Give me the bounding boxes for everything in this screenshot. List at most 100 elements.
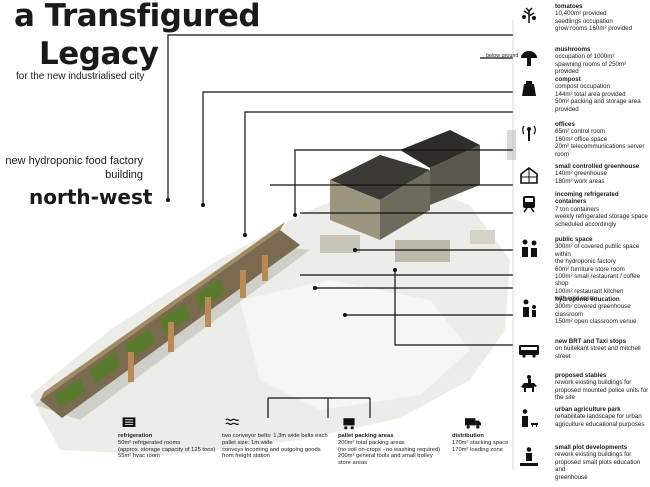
title-line2: Legacy [39, 36, 159, 72]
bottom-legend-title: distribution [452, 433, 484, 439]
bottom-legend-line: (approx. storage capacity of 125 tons) [118, 446, 216, 453]
legend-item-line: 300m² of covered public space within [555, 243, 640, 258]
legend-item-line: with cold room [555, 295, 595, 303]
bottom-legend-line: 55m² hvac room [118, 453, 160, 460]
legend-item-line: agriculture educational purposes [555, 420, 645, 428]
legend-item-line: spawning rooms of 250m² provided [555, 60, 627, 76]
bottom-legend-item: two conveyor belts: 1,3m wide belts each… [222, 433, 328, 460]
legend-item-line: 180m² work areas [555, 177, 605, 185]
bottom-legend-title: pallet packing areas [338, 433, 394, 439]
legend-item-line: 160m² office space [555, 135, 608, 143]
legend-item-title: incoming refrigerated containers [555, 191, 619, 206]
legend-item-title: mushrooms [555, 46, 591, 53]
legend-item-title: proposed stables [555, 372, 607, 379]
below-ground-note: below ground [486, 53, 519, 59]
legend-item-line: the hydroponic factory [555, 258, 616, 266]
mushroom-icon [518, 48, 540, 68]
legend-item-line: 50m² packing and storage area [555, 98, 641, 106]
antenna-icon [518, 123, 540, 143]
legend-item-line: 20m² telecommunications server [555, 143, 645, 151]
person-plot-icon [518, 446, 540, 466]
bottom-legend-line: (no soil on-crops - no washing required) [338, 446, 441, 453]
legend-item-line: seedlings occupation [555, 17, 613, 25]
legend-item-line: 140m² greenhouse [555, 170, 607, 178]
legend-item-title: small controlled greenhouse [555, 163, 640, 170]
conveyor-icon [222, 415, 244, 431]
legend-item-line: the site [555, 394, 575, 402]
bottom-legend-line: two conveyor belts: 1,3m wide belts each [222, 433, 328, 439]
subtitle: for the new industrialised city [16, 71, 145, 82]
courtyard [240, 280, 470, 410]
legend-item-line: rework existing buildings for [555, 379, 632, 387]
bottom-legend-line: 170m² stacking space [452, 439, 509, 446]
title-line1: a Transfigured [14, 0, 261, 34]
bottom-legend-line: 170m² loading zone [452, 446, 503, 453]
legend-item-line: grow rooms 160m² provided [555, 25, 633, 33]
leader-dots [166, 198, 397, 317]
bottom-legend-line: 200m² general tools and small trolley [338, 453, 433, 460]
legend-item-line: classroom [555, 310, 584, 318]
greenhouse-icon [518, 165, 540, 185]
train-icon [518, 193, 540, 213]
legend-item-line: proposed mounted police units for [555, 386, 649, 394]
legend-item-line: on buitekant street and mitchell [555, 345, 641, 353]
bottom-legend-line: 200m² total packing areas [338, 439, 405, 446]
leader-lines [167, 34, 513, 418]
legend-item-line: 10,400m² provided [555, 10, 607, 18]
farmer-dog-icon [518, 408, 540, 428]
existing-buildings [320, 130, 516, 262]
long-building-roof [40, 222, 285, 400]
project-description: new hydroponic food factory building [0, 154, 143, 182]
legend-item-line: 100m² small restaurant / coffee shop [555, 273, 641, 288]
legend-item-line: occupation of 1000m² [555, 53, 615, 61]
legend-item-line: greenhouse [555, 473, 588, 481]
teacher-child-icon [518, 298, 540, 318]
timber-columns [128, 255, 268, 382]
project-description-line2: building [105, 169, 143, 181]
bottom-legend-line: store areas [338, 460, 367, 467]
legend-item-line: room [555, 150, 570, 158]
bottom-legend-line: pallet size: 1m wide [222, 439, 273, 446]
legend-item-line: scheduled accordingly [555, 220, 617, 228]
legend-item-line: 60m² furniture store room [555, 265, 625, 273]
legend-item-title: hydroponic education [555, 296, 620, 303]
legend-item-title: small plot developments [555, 444, 628, 451]
legend-item-line: 100m² restaurant kitchen [555, 287, 624, 295]
legend-item-title: tomatoes [555, 3, 583, 10]
compost-bag-icon [518, 78, 540, 98]
bottom-legend-line: 50m² refrigerated rooms [118, 439, 181, 446]
legend-item-line: weekly refrigerated storage space [555, 213, 648, 221]
legend-item-title: new BRT and Taxi stops [555, 338, 627, 345]
horse-rider-icon [518, 374, 540, 394]
legend-item-title: public space [555, 236, 593, 243]
bottom-legend-line: conveys incoming and outgoing goods [222, 446, 321, 453]
legend-item-line: compost occupation [555, 83, 611, 91]
legend-item-title: offices [555, 121, 575, 128]
legend-item-line: 7 ton containers [555, 205, 600, 213]
legend-item-title: compost [555, 76, 581, 83]
legend-item-line: proposed small plots education and [555, 458, 641, 474]
bottom-legend-title: refrigeration [118, 433, 153, 439]
bus-icon [518, 340, 540, 360]
tomato-plant-icon [518, 5, 540, 25]
legend-item-line: provided [555, 105, 579, 113]
legend-item-line: 65m² control room [555, 128, 606, 136]
legend-item-line: rework existing buildings for [555, 451, 632, 459]
refrigeration-unit-icon [118, 415, 140, 431]
legend-item-line: 150m² open classroom venue [555, 318, 637, 326]
legend-item-title: urban agriculture park [555, 406, 621, 413]
